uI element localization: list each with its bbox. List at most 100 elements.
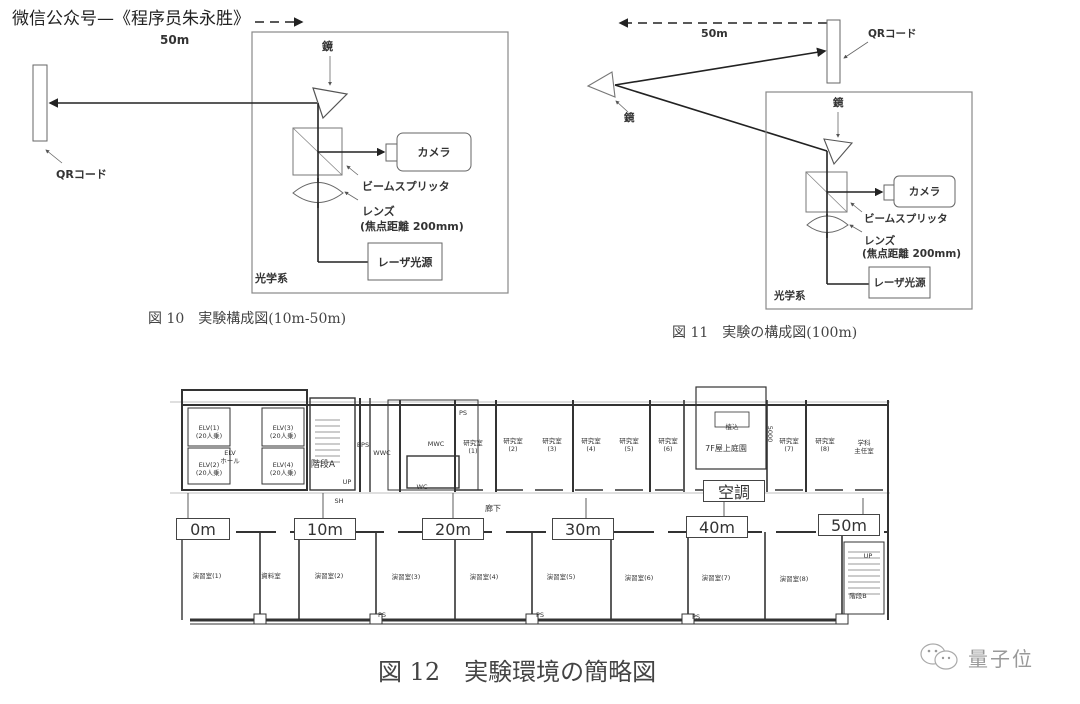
beam-splitter-label: ビームスプリッタ xyxy=(362,180,450,193)
ps-label-bottom-2: PS xyxy=(535,611,545,619)
stairs-b-block xyxy=(843,541,885,615)
elevator-1 xyxy=(187,407,231,447)
lens-focal-label: (焦点距離 200mm) xyxy=(360,220,464,233)
camera-body xyxy=(396,132,472,172)
lens-pointer xyxy=(849,224,863,233)
camera-label: カメラ xyxy=(417,146,451,159)
elevator-4 xyxy=(261,447,305,485)
lens-pointer xyxy=(344,191,359,201)
research-room-1: 研究室 (1) xyxy=(463,439,483,455)
camera-label: カメラ xyxy=(908,186,941,198)
practice-room-5: 演習室(5) xyxy=(546,573,576,581)
distance-label: 50m xyxy=(701,27,728,40)
research-room-4: 研究室 (4) xyxy=(581,437,601,453)
distance-marker-0m: 0m xyxy=(176,518,230,540)
column xyxy=(835,613,849,625)
practice-room-8: 演習室(8) xyxy=(779,575,809,583)
column xyxy=(525,613,539,625)
practice-room-6: 演習室(6) xyxy=(624,574,654,582)
brand-logo-text: 量子位 xyxy=(968,646,1034,671)
stairs-b-treads xyxy=(848,551,880,595)
column xyxy=(253,613,267,625)
qr-code-plate xyxy=(826,19,841,84)
multipurpose-wc xyxy=(406,455,460,489)
far-mirror-label: 鏡 xyxy=(624,112,635,124)
dimension-label: 5000 xyxy=(766,425,774,443)
distance-marker-40m: 40m xyxy=(686,516,748,538)
figure-10-lines xyxy=(32,17,509,294)
brand-logo: 量子位 xyxy=(918,642,1034,672)
planting-label: 植込 xyxy=(725,423,739,431)
beam-splitter-label: ビームスプリッタ xyxy=(864,213,948,225)
ps-label-top: PS xyxy=(458,409,468,417)
stairs-a-treads xyxy=(315,419,340,463)
restroom-block xyxy=(387,399,479,491)
materials-room: 資料室 xyxy=(261,572,281,580)
aircon-label: 空調 xyxy=(703,480,765,502)
up-label-a: UP xyxy=(342,478,352,486)
mwc-label: MWC xyxy=(427,440,445,448)
wwc-label: WWC xyxy=(373,449,391,457)
elevator-hall-label: ELV ホール xyxy=(220,449,240,465)
courtyard xyxy=(695,386,767,470)
distance-marker-50m: 50m xyxy=(818,514,880,536)
splitter-pointer xyxy=(850,202,863,213)
department-head-room: 学科 主任室 xyxy=(854,439,874,455)
practice-room-1: 演習室(1) xyxy=(192,572,222,580)
stairs-a-block xyxy=(309,397,356,491)
qr-code-label: QRコード xyxy=(868,28,917,40)
optics-frame xyxy=(765,91,973,310)
stairs-b-label: 階段B xyxy=(849,592,867,600)
lens-label: レンズ xyxy=(864,235,896,247)
mirror-label: 鏡 xyxy=(322,40,333,53)
far-mirror-pointer xyxy=(615,100,629,113)
research-room-7: 研究室 (7) xyxy=(779,437,799,453)
research-room-3: 研究室 (3) xyxy=(542,437,562,453)
distance-marker-10m: 10m xyxy=(294,518,356,540)
laser-source-label: レーザ光源 xyxy=(377,255,433,269)
elevator-3-label: ELV(3) (20人乗) xyxy=(269,424,297,440)
elevator-2-label: ELV(2) (20人乗) xyxy=(195,461,223,477)
splitter-pointer xyxy=(346,165,359,176)
wechat-icon xyxy=(920,643,958,670)
lens-label: レンズ xyxy=(362,205,395,218)
laser-source-box xyxy=(868,266,931,299)
elevator-block xyxy=(181,389,308,491)
elevator-2 xyxy=(187,447,231,485)
stairs-a-label: 階段A xyxy=(310,460,336,470)
figure-10-caption: 図 10 実験構成図(10m-50m) xyxy=(148,311,347,327)
figure-11-caption: 図 11 実験の構成図(100m) xyxy=(672,325,858,341)
qr-code-plate xyxy=(32,64,48,142)
figure-11-lines xyxy=(586,18,973,310)
distance-marker-20m: 20m xyxy=(422,518,484,540)
qr-pointer xyxy=(45,149,63,164)
ps-label-bottom-1: PS xyxy=(377,611,387,619)
elevator-4-label: ELV(4) (20人乗) xyxy=(269,461,297,477)
mirror-label: 鏡 xyxy=(833,97,844,109)
practice-room-7: 演習室(7) xyxy=(701,574,731,582)
column xyxy=(681,613,695,625)
camera-lens-block xyxy=(385,143,398,162)
qr-code-label: QRコード xyxy=(56,168,107,181)
figure-12-caption: 図 12 実験環境の簡略図 xyxy=(378,658,657,686)
research-room-5: 研究室 (5) xyxy=(619,437,639,453)
far-mirror-triangle xyxy=(586,71,616,98)
research-room-2: 研究室 (2) xyxy=(503,437,523,453)
lens-focal-label: (焦点距離 200mm) xyxy=(862,248,962,260)
courtyard-label: 7F屋上庭園 xyxy=(705,444,747,453)
optics-label: 光学系 xyxy=(255,272,288,285)
distance-label: 50m xyxy=(160,33,190,47)
beam-mirror-to-far xyxy=(614,84,828,152)
column xyxy=(369,613,383,625)
planting-box xyxy=(714,411,750,428)
watermark-text: 微信公众号—《程序员朱永胜》 xyxy=(12,9,250,29)
beam-far-to-qr xyxy=(614,47,827,86)
elevator-3 xyxy=(261,407,305,447)
up-label-b: UP xyxy=(863,552,873,560)
qr-pointer xyxy=(843,41,869,59)
sh-label: SH xyxy=(334,497,344,505)
wc-label: WC xyxy=(416,483,428,491)
camera-lens-block xyxy=(883,184,895,201)
practice-room-4: 演習室(4) xyxy=(469,573,499,581)
optics-label: 光学系 xyxy=(774,290,806,302)
